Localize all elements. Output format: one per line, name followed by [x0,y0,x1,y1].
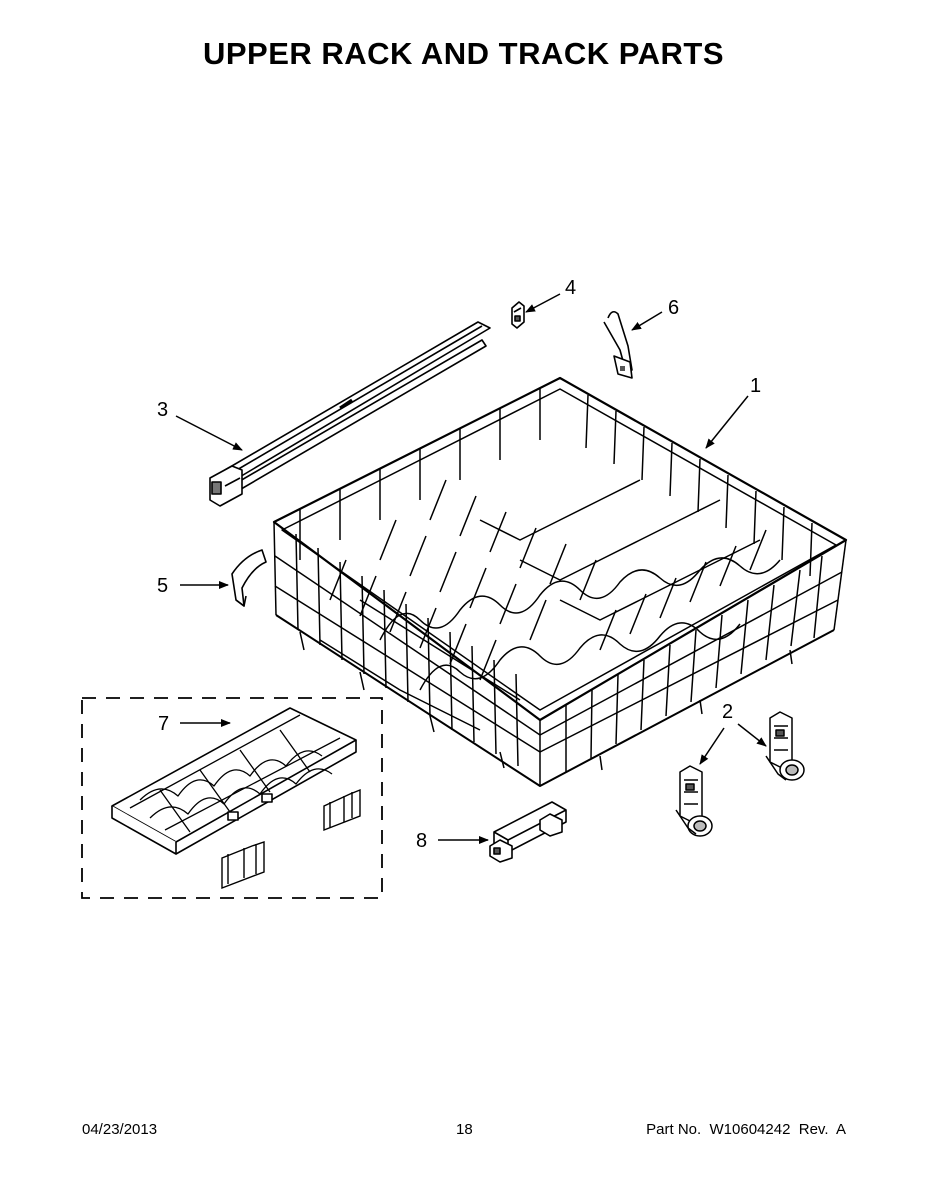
leader-4 [525,293,561,313]
callout-1: 1 [750,375,761,397]
callout-6: 6 [668,297,679,319]
callout-2: 2 [722,701,733,723]
tine-clip-upper-part-7 [323,788,361,832]
leader-2a [699,727,725,765]
rack-clip-part-5 [231,549,267,607]
upper-dish-rack-part-1 [272,376,848,787]
callout-leaders [175,293,767,844]
part-7-kit-boundary [81,697,383,899]
footer-part-number: Part No. W10604242 Rev. A [646,1121,846,1138]
leader-2b [737,723,767,747]
page-title: UPPER RACK AND TRACK PARTS [202,36,725,71]
tine-clip-lower-part-7 [221,841,265,890]
callout-4: 4 [565,277,576,299]
track-stop-part-4 [511,301,525,329]
footer-page-number: 18 [456,1121,473,1138]
callout-3: 3 [157,399,168,421]
callout-8: 8 [416,830,427,852]
callout-5: 5 [157,575,168,597]
track-rail-part-3 [209,321,491,507]
rack-wheel-left-part-2 [675,765,713,837]
leader-1 [705,395,749,449]
tine-row-part-7 [111,707,357,855]
rack-bumper-part-8 [489,801,567,863]
rack-wheel-right-part-2 [765,711,805,781]
footer-date: 04/23/2013 [82,1121,158,1138]
adjuster-lever-part-6 [603,310,633,379]
callout-7: 7 [158,713,169,735]
leader-3 [175,415,243,451]
leader-6 [631,311,663,331]
